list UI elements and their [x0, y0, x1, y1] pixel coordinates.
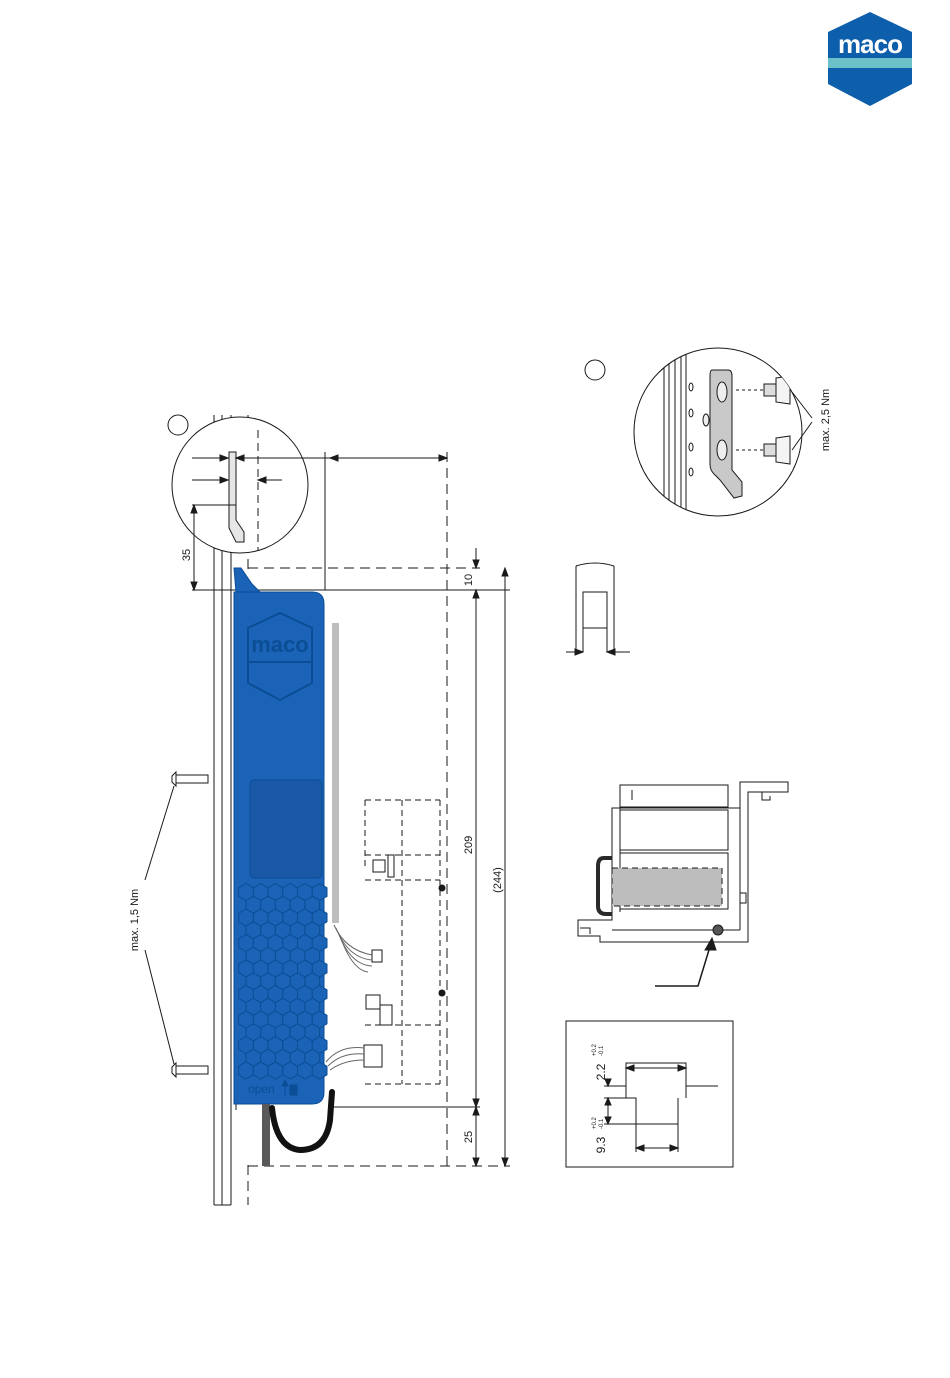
brand-logo: maco	[828, 12, 912, 106]
groove-offset-tol-minus: -0.1	[599, 1118, 605, 1129]
logo-stripe	[828, 58, 912, 68]
device-logo-text: maco	[251, 632, 308, 657]
screw-top	[172, 772, 208, 786]
dim-10: 10	[463, 574, 475, 586]
honeycomb-cell	[283, 1062, 298, 1079]
groove-depth-value: 2.2	[594, 1063, 608, 1080]
screw-bottom	[172, 1063, 208, 1077]
device-body: maco open	[234, 592, 327, 1104]
connector-blocks	[364, 855, 445, 1067]
device-label-window	[250, 780, 322, 878]
dim-25: 25	[463, 1131, 475, 1143]
torque-label-left: max. 1,5 Nm	[129, 889, 141, 951]
honeycomb-cell	[253, 1062, 268, 1079]
torque-leaders-left	[145, 786, 174, 1064]
honeycomb-cell	[239, 1062, 254, 1079]
callout-a	[168, 415, 188, 435]
profile-section	[578, 782, 788, 986]
callout-b	[585, 360, 605, 380]
groove-depth-tol-minus: -0.1	[599, 1045, 605, 1056]
dim-244: (244)	[492, 867, 504, 893]
detail-a	[172, 417, 325, 553]
detail-b	[634, 340, 812, 520]
honeycomb-vent	[239, 884, 327, 1080]
honeycomb-cell	[298, 1062, 313, 1079]
device-rail	[332, 623, 339, 923]
groove-offset-value: 9.3	[594, 1136, 608, 1153]
groove-box: 2.2 +0.2 -0.1 9.3 +0.2 -0.1	[566, 1021, 733, 1167]
logo-text: maco	[838, 29, 902, 59]
dashed-bracket-detail	[365, 800, 440, 1084]
honeycomb-cell	[312, 1062, 327, 1079]
groove-depth-tol-plus: +0.2	[592, 1043, 598, 1056]
dim-35: 35	[181, 549, 193, 561]
honeycomb-cell	[268, 1062, 283, 1079]
torque-label-detail-b: max. 2,5 Nm	[820, 389, 832, 451]
strike-hook	[234, 568, 260, 592]
open-label: open	[248, 1082, 275, 1096]
dim-209: 209	[463, 836, 475, 854]
groove-offset-tol-plus: +0.2	[592, 1116, 598, 1129]
recess-detail	[566, 563, 630, 655]
